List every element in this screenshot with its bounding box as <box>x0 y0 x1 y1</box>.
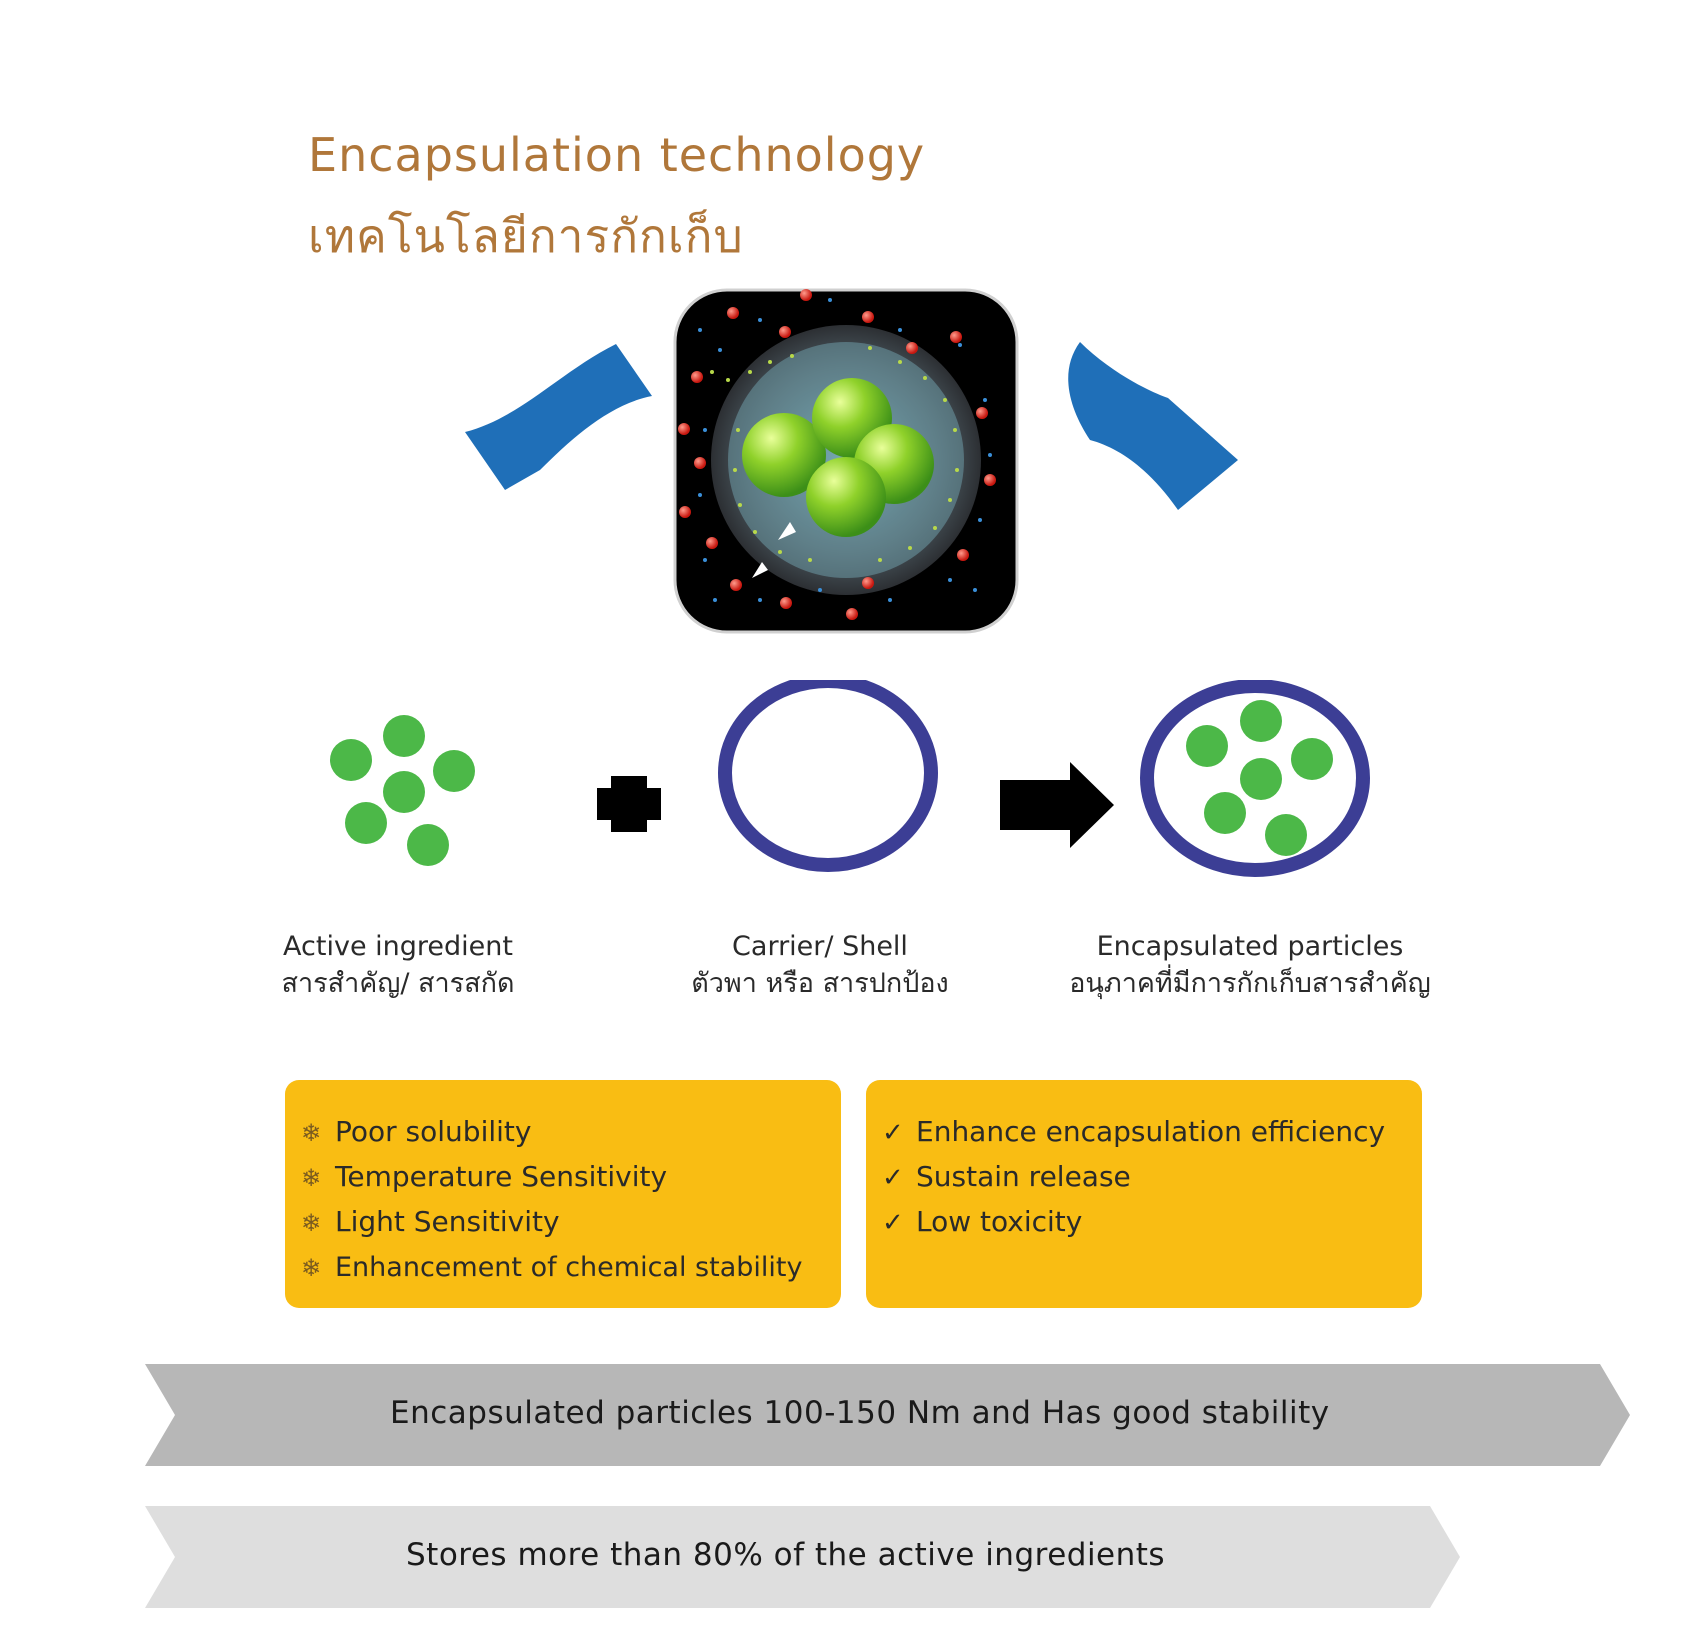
checkmark-icon: ✓ <box>882 1208 904 1238</box>
caption-encapsulated-particles: Encapsulated particles อนุภาคที่มีการกัก… <box>1040 928 1460 1002</box>
list-item: ❄Light Sensitivity <box>301 1200 827 1245</box>
list-item: ❄Temperature Sensitivity <box>301 1155 827 1200</box>
snowflake-icon: ❄ <box>301 1164 322 1192</box>
list-item: ❄Enhancement of chemical stability <box>301 1245 827 1290</box>
caption-active-english: Active ingredient <box>283 931 513 962</box>
snowflake-icon: ❄ <box>301 1254 322 1282</box>
banner-storage-text: Stores more than 80% of the active ingre… <box>406 1537 1166 1573</box>
banner-storage-shape <box>145 1506 1460 1608</box>
list-item: ✓Enhance encapsulation efficiency <box>882 1110 1408 1155</box>
encapsulation-illustration <box>465 288 1238 634</box>
caption-encapsulated-thai: อนุภาคที่มีการกักเก็บสารสำคัญ <box>1069 968 1431 999</box>
title-english: Encapsulation technology <box>308 128 926 182</box>
caption-carrier-english: Carrier/ Shell <box>732 931 908 962</box>
caption-encapsulated-english: Encapsulated particles <box>1096 931 1404 962</box>
caption-carrier-thai: ตัวพา หรือ สารปกป้อง <box>691 968 949 999</box>
list-item: ✓Sustain release <box>882 1155 1408 1200</box>
checkmark-icon: ✓ <box>882 1118 904 1148</box>
list-item: ❄Poor solubility <box>301 1110 827 1155</box>
left-curved-arrow <box>465 344 652 490</box>
banner-storage: Stores more than 80% of the active ingre… <box>0 1504 1689 1610</box>
carrier-shell <box>718 680 938 872</box>
encapsulated-shell <box>1140 680 1370 877</box>
benefits-box: ✓Enhance encapsulation efficiency ✓Susta… <box>866 1080 1422 1308</box>
title-thai: เทคโนโลยีการกักเก็บ <box>308 209 744 263</box>
list-item: ✓Low toxicity <box>882 1200 1408 1245</box>
caption-active-thai: สารสำคัญ/ สารสกัด <box>281 968 515 999</box>
snowflake-icon: ❄ <box>301 1209 322 1237</box>
problems-box: ❄Poor solubility ❄Temperature Sensitivit… <box>285 1080 841 1308</box>
caption-active-ingredient: Active ingredient สารสำคัญ/ สารสกัด <box>188 928 608 1002</box>
banner-stability: Encapsulated particles 100-150 Nm and Ha… <box>0 1362 1689 1468</box>
equation-row <box>330 680 1370 877</box>
snowflake-icon: ❄ <box>301 1119 322 1147</box>
banner-stability-text: Encapsulated particles 100-150 Nm and Ha… <box>390 1395 1330 1431</box>
plus-icon <box>597 776 661 832</box>
encapsulated-particles <box>1186 700 1333 856</box>
checkmark-icon: ✓ <box>882 1163 904 1193</box>
caption-carrier-shell: Carrier/ Shell ตัวพา หรือ สารปกป้อง <box>610 928 1030 1002</box>
banner-stability-shape <box>145 1364 1630 1466</box>
arrow-right-icon <box>1000 762 1114 848</box>
active-ingredient-particles <box>330 715 475 866</box>
right-curved-arrow <box>1068 342 1238 510</box>
